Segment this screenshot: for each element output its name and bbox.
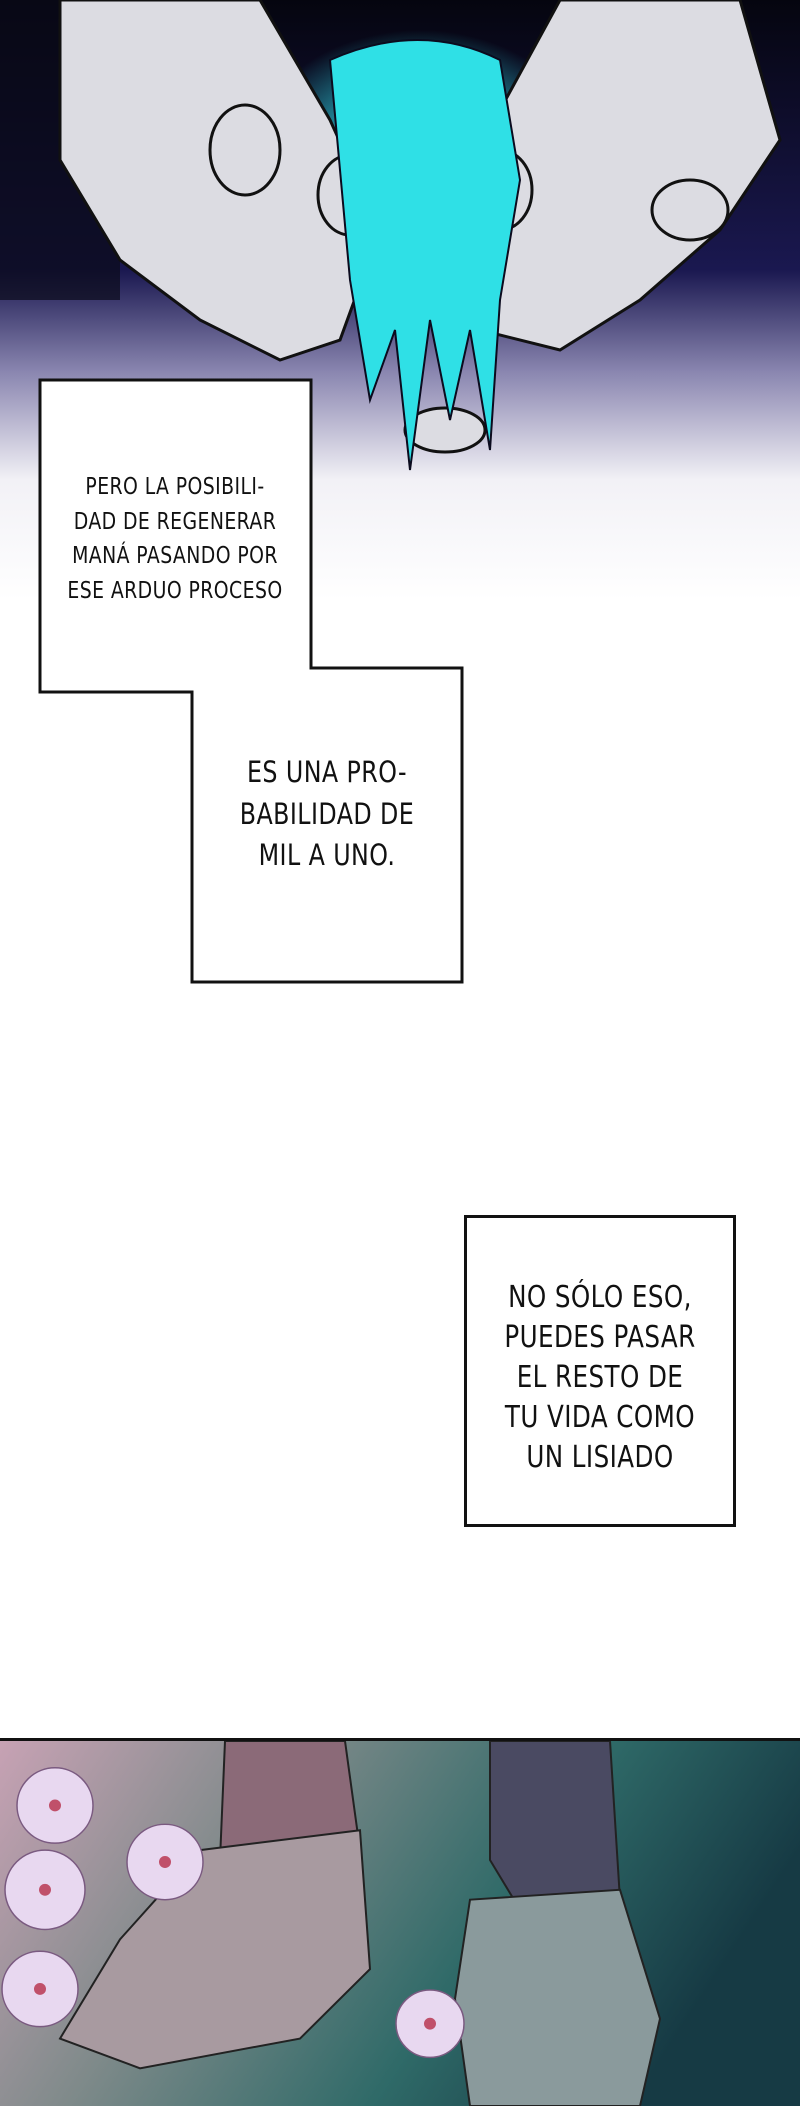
- caption-line: ES UNA PRO-: [246, 755, 408, 789]
- caption-box-connected: [38, 378, 464, 984]
- caption-line: PERO LA POSIBILI-: [85, 474, 265, 500]
- feet-flowers-panel: [0, 1738, 800, 2106]
- caption-text-1: PERO LA POSIBILI- DAD DE REGENERAR MANÁ …: [40, 470, 310, 608]
- caption-text-2: ES UNA PRO- BABILIDAD DE MIL A UNO.: [192, 752, 462, 877]
- caption-line: MANÁ PASANDO POR: [72, 543, 278, 569]
- caption-line: DAD DE REGENERAR: [73, 508, 277, 535]
- caption-line: ESE ARDUO PROCESO: [67, 577, 283, 604]
- caption-box-3: [464, 1215, 736, 1527]
- caption-line: TU VIDA COMO: [504, 1400, 696, 1435]
- caption-line: PUEDES PASAR: [504, 1320, 696, 1355]
- caption-text-3: NO SÓLO ESO, PUEDES PASAR EL RESTO DE TU…: [464, 1278, 736, 1478]
- caption-line: MIL A UNO.: [258, 838, 396, 872]
- caption-line: EL RESTO DE: [516, 1360, 684, 1395]
- caption-line: NO SÓLO ESO,: [508, 1280, 692, 1315]
- caption-line: UN LISIADO: [526, 1440, 674, 1475]
- caption-line: BABILIDAD DE: [239, 796, 415, 831]
